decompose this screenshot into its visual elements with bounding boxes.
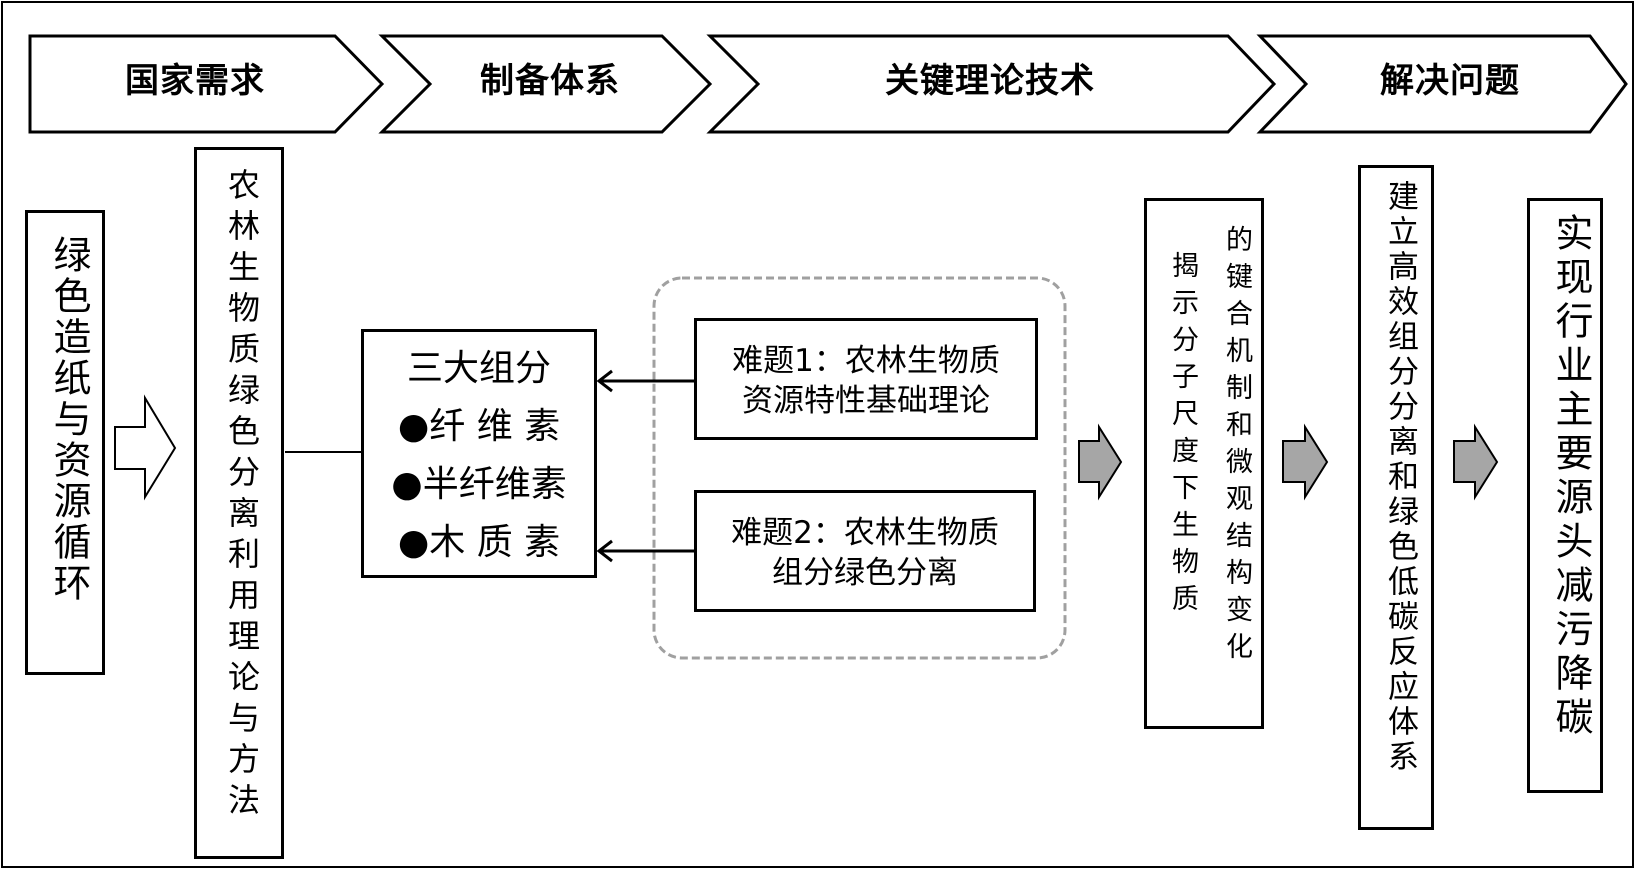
stage-label-preparation-system: 制备体系 [480, 61, 620, 101]
theory-text-col-2: 的键合机制和微观结构变化 [1221, 225, 1252, 669]
need-box: 绿色造纸与资源循环 [25, 210, 105, 675]
components-title: 三大组分 [406, 348, 551, 389]
stage-chevron-2 [378, 34, 713, 134]
challenges-group [652, 276, 1067, 660]
challenge-2-line-1: 难题2：农林生物质 [731, 515, 999, 551]
system-text: 农林生物质绿色分离利用理论与方法 [223, 168, 261, 824]
component-cellulose: ●纤 维 素 [397, 406, 561, 447]
component-lignin: ●木 质 素 [397, 522, 561, 563]
system-box: 农林生物质绿色分离利用理论与方法 [194, 147, 284, 859]
challenge-1-line-2: 资源特性基础理论 [742, 383, 990, 419]
need-text: 绿色造纸与资源循环 [47, 235, 91, 604]
hollow-arrow-icon [114, 394, 177, 501]
components-box: 三大组分 ●纤 维 素 ●半纤维素 ●木 质 素 [361, 329, 597, 578]
system-build-text: 建立高效组分分离和绿色低碳反应体系 [1382, 180, 1418, 775]
gray-arrow-icon-1 [1078, 423, 1123, 501]
system-build-box: 建立高效组分分离和绿色低碳反应体系 [1358, 165, 1434, 830]
stage-chevron-4 [1256, 34, 1628, 134]
gray-arrow-icon-3 [1453, 423, 1499, 501]
challenge-1-line-1: 难题1：农林生物质 [732, 343, 1000, 379]
theory-box: 的键合机制和微观结构变化 揭示分子尺度下生物质 [1144, 198, 1264, 729]
challenge-1-arrowhead-icon [596, 369, 613, 393]
theory-text-col-1: 揭示分子尺度下生物质 [1167, 251, 1198, 621]
challenge-2-arrowhead-icon [596, 539, 613, 563]
challenge-2-line-2: 组分绿色分离 [772, 555, 958, 591]
stage-label-key-theory: 关键理论技术 [885, 61, 1095, 101]
stage-chevron-3 [706, 34, 1277, 134]
challenge-box-1: 难题1：农林生物质 资源特性基础理论 [694, 318, 1038, 440]
stage-label-national-demand: 国家需求 [125, 61, 265, 101]
outcome-text: 实现行业主要源头减污降碳 [1549, 213, 1593, 741]
stage-label-problem-solved: 解决问题 [1380, 61, 1520, 101]
outcome-box: 实现行业主要源头减污降碳 [1527, 198, 1603, 793]
component-hemicellulose: ●半纤维素 [391, 464, 567, 505]
stage-chevron-1 [28, 34, 385, 134]
gray-arrow-icon-2 [1282, 423, 1329, 501]
challenge-box-2: 难题2：农林生物质 组分绿色分离 [694, 490, 1036, 612]
